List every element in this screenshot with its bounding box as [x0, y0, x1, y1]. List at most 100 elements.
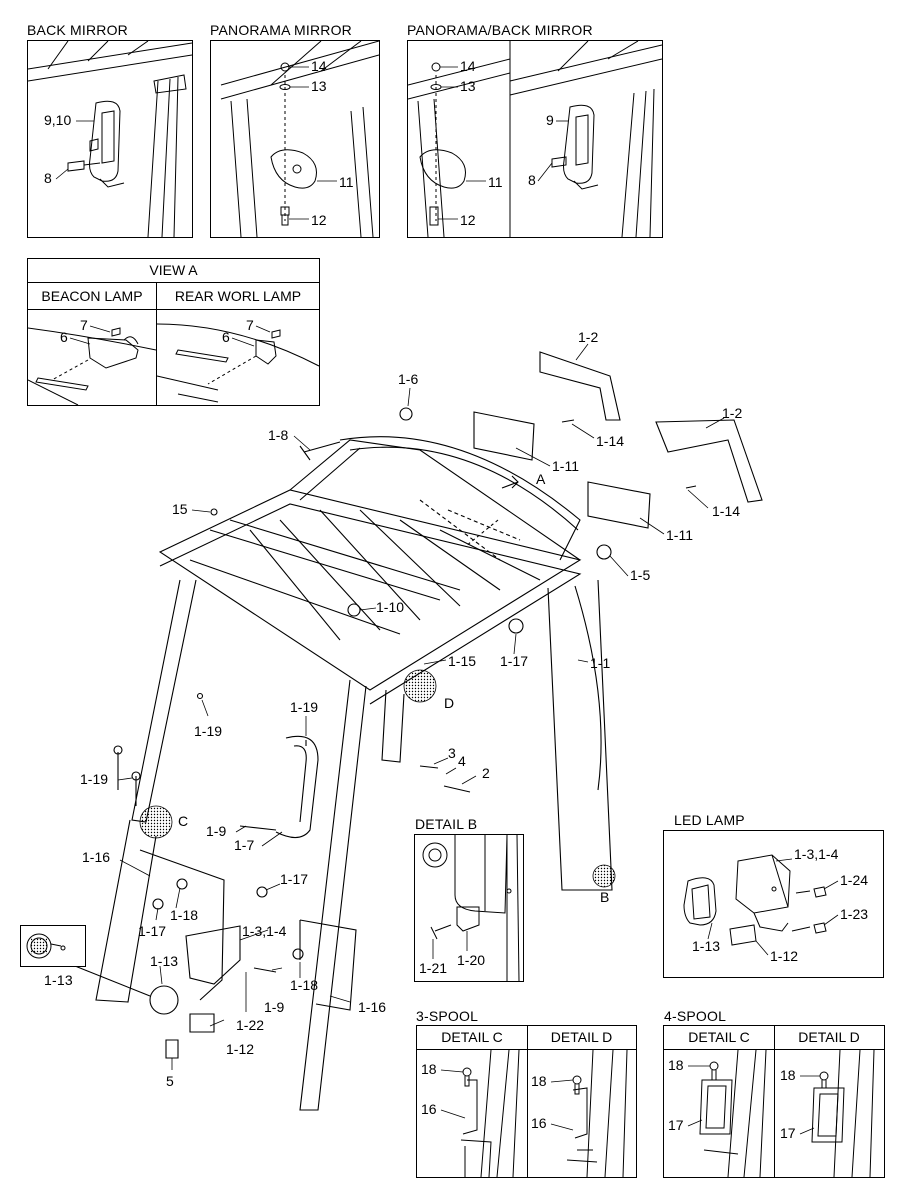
label-1-19-b: 1-19 [290, 699, 318, 715]
panorama-mirror-label-14: 14 [311, 58, 327, 74]
spool3-label-16-c: 16 [421, 1101, 437, 1117]
spool4-label-18-d: 18 [780, 1067, 796, 1083]
led-lamp-title: LED LAMP [674, 812, 745, 828]
spool3-title: 3-SPOOL [416, 1008, 479, 1024]
label-1-14-upper: 1-14 [596, 433, 624, 449]
view-a-inset: VIEW A BEACON LAMP REAR WORL LAMP 7 [27, 258, 320, 406]
label-1-17-right: 1-17 [500, 653, 528, 669]
spool3-label-16-d: 16 [531, 1115, 547, 1131]
label-view-a-arrow: A [536, 471, 546, 487]
label-1-19-a: 1-19 [194, 723, 222, 739]
led-lamp-label-1-24: 1-24 [840, 872, 868, 888]
view-a-label-7b: 7 [246, 317, 254, 333]
spool3-inset: DETAIL C DETAIL D 18 16 18 16 [416, 1025, 637, 1178]
led-lamp-label-1-23: 1-23 [840, 906, 868, 922]
tail-lamp-small-inset [20, 925, 86, 967]
spool4-label-17-d: 17 [780, 1125, 796, 1141]
spool3-drawing: 18 16 18 16 [421, 1050, 628, 1177]
detail-b-title: DETAIL B [415, 816, 478, 832]
panorama-mirror-drawing: 14 13 11 12 [220, 40, 380, 238]
label-15: 15 [172, 501, 188, 517]
panorama-back-mirror-title: PANORAMA/BACK MIRROR [407, 22, 593, 38]
detail-b-label-1-20: 1-20 [457, 952, 485, 968]
label-1-2-right: 1-2 [722, 405, 742, 421]
spool4-label-18-c: 18 [668, 1057, 684, 1073]
led-lamp-label-1-13: 1-13 [692, 938, 720, 954]
back-mirror-drawing: 9,10 8 [27, 40, 193, 238]
pbm-label-8: 8 [528, 172, 536, 188]
label-detail-d: D [444, 695, 454, 711]
detail-b-label-1-21: 1-21 [419, 960, 447, 976]
spool4-inset: DETAIL C DETAIL D 18 17 18 17 [663, 1025, 885, 1178]
back-mirror-title: BACK MIRROR [27, 22, 128, 38]
pbm-label-13: 13 [460, 78, 476, 94]
panorama-back-mirror-inset: 14 13 11 12 9 8 [407, 40, 663, 238]
label-2: 2 [482, 765, 490, 781]
view-a-rear-lamp-header: REAR WORL LAMP [174, 288, 302, 304]
label-3: 3 [448, 745, 456, 761]
spool4-drawing: 18 17 18 17 [668, 1050, 875, 1177]
panorama-back-mirror-drawing: 14 13 11 12 9 8 [407, 40, 663, 238]
tail-lamp-small-drawing [26, 933, 66, 959]
label-1-16-left: 1-16 [82, 849, 110, 865]
label-1-22: 1-22 [236, 1017, 264, 1033]
label-1-11-lower: 1-11 [666, 527, 693, 543]
label-1-2-top: 1-2 [578, 330, 598, 345]
label-5: 5 [166, 1073, 174, 1089]
panorama-mirror-label-11: 11 [339, 174, 354, 190]
label-1-9-right: 1-9 [264, 999, 284, 1015]
back-mirror-label-910: 9,10 [44, 112, 71, 128]
pbm-label-11: 11 [488, 174, 503, 190]
label-1-19-c: 1-19 [80, 771, 108, 787]
led-lamp-drawing: 1-3,1-4 1-24 1-23 1-13 1-12 [683, 846, 868, 964]
label-1-15: 1-15 [448, 653, 476, 669]
back-mirror-inset: 9,10 8 [27, 40, 193, 238]
label-detail-b: B [600, 889, 609, 905]
led-lamp-label-1-3-1-4: 1-3,1-4 [794, 846, 839, 862]
spool3-label-18-d: 18 [531, 1073, 547, 1089]
label-1-14-lower: 1-14 [712, 503, 740, 519]
back-mirror-label-8: 8 [44, 170, 52, 186]
label-1-12: 1-12 [226, 1041, 254, 1057]
label-detail-c: C [178, 813, 188, 829]
label-1-18-left: 1-18 [170, 907, 198, 923]
label-1-8: 1-8 [268, 427, 288, 443]
label-1-17-left: 1-17 [138, 923, 166, 939]
panorama-mirror-title: PANORAMA MIRROR [210, 22, 352, 38]
spool4-label-17-c: 17 [668, 1117, 684, 1133]
detail-b-inset: 1-21 1-20 [414, 834, 524, 982]
label-1-11-upper: 1-11 [552, 458, 579, 474]
detail-b-drawing: 1-21 1-20 [419, 834, 520, 982]
label-1-7: 1-7 [234, 837, 254, 853]
spool4-title: 4-SPOOL [664, 1008, 727, 1024]
pbm-label-9: 9 [546, 112, 554, 128]
label-1-16-right: 1-16 [358, 999, 386, 1015]
label-1-13: 1-13 [150, 953, 178, 969]
spool4-detail-d-header: DETAIL D [798, 1029, 860, 1045]
label-1-18-right: 1-18 [290, 977, 318, 993]
spool3-detail-c-header: DETAIL C [441, 1029, 503, 1045]
view-a-label-6a: 6 [60, 329, 68, 345]
view-a-label-6b: 6 [222, 329, 230, 345]
label-1-5: 1-5 [630, 567, 650, 583]
view-a-label-7a: 7 [80, 317, 88, 333]
label-1-9-left: 1-9 [206, 823, 226, 839]
tail-lamp-small-label: 1-13 [44, 972, 73, 988]
view-a-beacon-lamp-header: BEACON LAMP [41, 288, 143, 304]
led-lamp-inset: 1-3,1-4 1-24 1-23 1-13 1-12 [663, 830, 884, 978]
overhead-guard-drawing: 1-2 1-6 1-8 1-14 1-2 1-11 A 1-14 15 1-11… [59, 330, 763, 1111]
panorama-mirror-label-12: 12 [311, 212, 327, 228]
label-1-1: 1-1 [590, 655, 610, 671]
led-lamp-label-1-12: 1-12 [770, 948, 798, 964]
spool4-detail-c-header: DETAIL C [688, 1029, 750, 1045]
view-a-title: VIEW A [149, 262, 198, 278]
label-1-3-1-4: 1-3,1-4 [242, 923, 287, 939]
label-4: 4 [458, 753, 466, 769]
panorama-mirror-label-13: 13 [311, 78, 327, 94]
label-1-10: 1-10 [376, 599, 404, 615]
label-1-6: 1-6 [398, 371, 418, 387]
pbm-label-12: 12 [460, 212, 476, 228]
spool3-detail-d-header: DETAIL D [550, 1029, 613, 1045]
view-a-drawing: 7 6 7 6 [28, 317, 319, 405]
